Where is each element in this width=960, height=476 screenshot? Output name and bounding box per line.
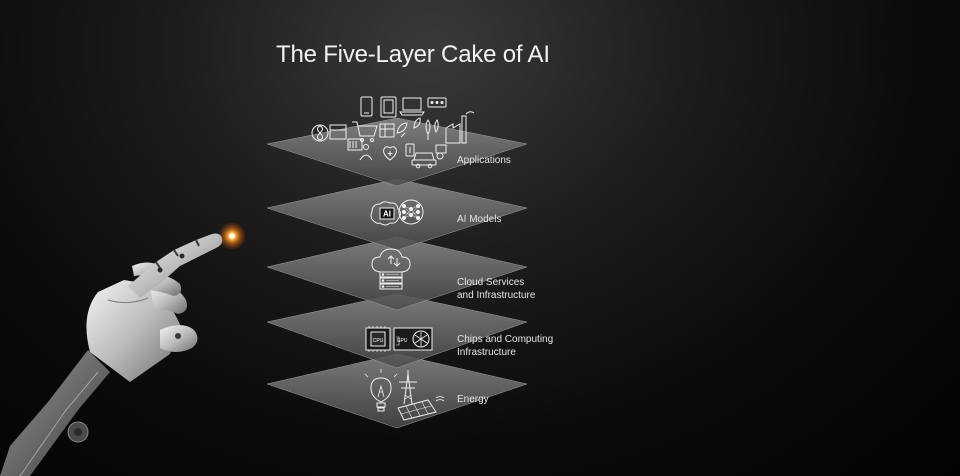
brain-ai-icon: AI bbox=[370, 201, 401, 226]
smartphone-icon bbox=[360, 96, 373, 117]
power-pylon-icon bbox=[399, 370, 417, 405]
car-icon bbox=[411, 152, 437, 169]
ai-models-icons: AI bbox=[370, 199, 424, 226]
robot-finger-index bbox=[128, 233, 223, 298]
layer-label-chips: Chips and Computing Infrastructure bbox=[457, 334, 554, 358]
page-title: The Five-Layer Cake of AI bbox=[276, 41, 550, 68]
medical-icon bbox=[405, 143, 415, 157]
building-icon bbox=[379, 123, 395, 138]
layer-plane-energy bbox=[266, 353, 528, 429]
person-icon bbox=[359, 144, 373, 161]
robot-forearm bbox=[0, 350, 110, 476]
lightbulb-icon bbox=[364, 369, 398, 412]
ai-badge: AI bbox=[383, 210, 391, 219]
leaf-icon bbox=[396, 117, 421, 138]
layer-cloud bbox=[266, 236, 528, 311]
factory-icon bbox=[445, 111, 475, 144]
layer-label-ai-models: AI Models bbox=[457, 214, 502, 225]
cloud-server-icon bbox=[371, 248, 411, 290]
layer-plane-applications bbox=[266, 117, 528, 187]
layer-energy bbox=[266, 353, 528, 429]
tractor-icon bbox=[435, 144, 447, 160]
applications-icons bbox=[311, 96, 475, 169]
robot-hand-illustration bbox=[0, 222, 246, 476]
layer-plane-cloud bbox=[266, 236, 528, 311]
fan-icon bbox=[311, 124, 329, 142]
tablet-icon bbox=[380, 96, 397, 118]
energy-icons bbox=[364, 369, 445, 421]
laptop-icon bbox=[399, 97, 425, 116]
shopping-cart-icon bbox=[352, 121, 378, 142]
healthcare-icon bbox=[383, 146, 397, 161]
layer-label-energy: Energy bbox=[457, 394, 489, 405]
layer-label-applications: Applications bbox=[457, 155, 511, 166]
neural-network-icon bbox=[398, 199, 424, 225]
gpu-label: GPU bbox=[397, 338, 408, 344]
cpu-label: CPU bbox=[373, 338, 384, 344]
cpu-chip-icon: CPU bbox=[365, 326, 391, 352]
plant-icon bbox=[425, 119, 439, 140]
appliance-icon bbox=[329, 124, 363, 151]
solar-panel-icon bbox=[397, 396, 445, 421]
password-icon bbox=[427, 97, 447, 108]
layer-label-cloud-services: Cloud Services and Infrastructure bbox=[457, 277, 536, 301]
chips-icons: CPU GPU bbox=[365, 326, 433, 352]
layer-applications bbox=[266, 117, 528, 187]
gpu-card-icon: GPU bbox=[393, 327, 433, 351]
